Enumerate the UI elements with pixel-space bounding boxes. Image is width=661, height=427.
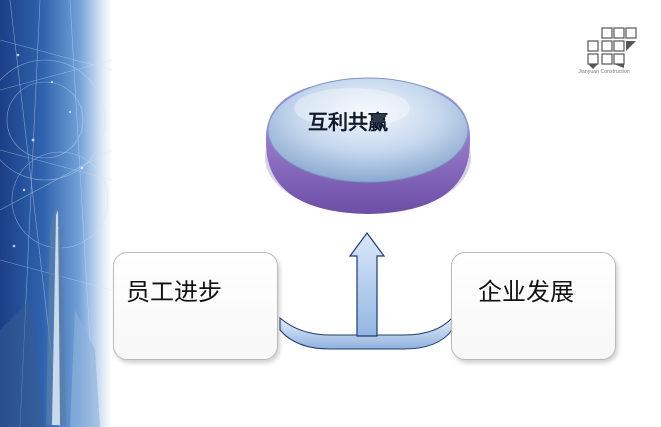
right-node-label: 企业发展 <box>478 278 574 306</box>
button-face <box>267 77 469 183</box>
up-arrow-icon <box>348 231 386 337</box>
left-node-box: 员工进步 <box>113 252 278 360</box>
button-highlight <box>294 88 410 128</box>
grid-logo-icon <box>587 27 637 69</box>
top-node-label: 互利共赢 <box>308 110 388 134</box>
right-node-box: 企业发展 <box>451 252 616 360</box>
left-node-label: 员工进步 <box>126 278 222 306</box>
logo-text: Jianyuan Construction <box>578 69 630 75</box>
decorative-band <box>0 0 112 427</box>
